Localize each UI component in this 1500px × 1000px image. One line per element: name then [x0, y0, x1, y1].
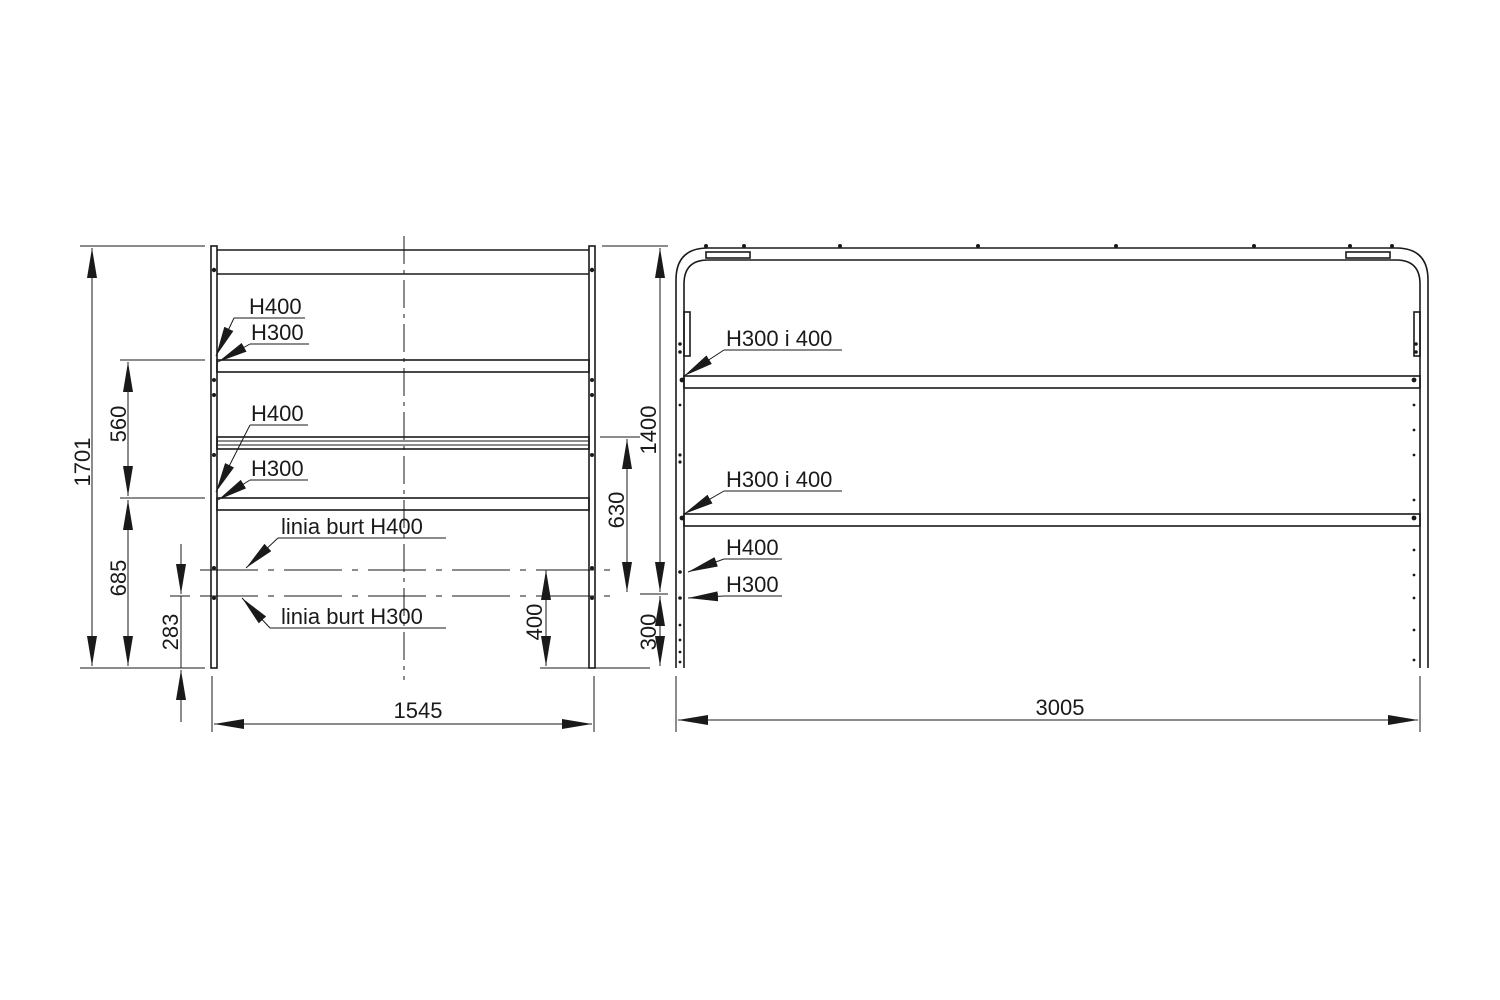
dim-685: 685	[106, 560, 131, 597]
dim-400: 400	[522, 604, 547, 641]
dim-630: 630	[604, 492, 629, 529]
label-h400-mid: H400	[251, 401, 304, 426]
left-view: 1701 560 685 283 630 400 1545 H400	[70, 236, 650, 732]
beam-upper	[683, 375, 1421, 389]
label-burt-h300: linia burt H300	[281, 604, 423, 629]
post-holes	[678, 342, 1418, 664]
frame-inner	[683, 259, 1421, 668]
dim-300: 300	[636, 614, 661, 651]
label-h400: H400	[726, 535, 779, 560]
label-h300-top: H300	[251, 320, 304, 345]
shelf-rail-lower	[216, 497, 590, 511]
shelf-rail-upper	[216, 359, 590, 373]
label-upper-beam: H300 i 400	[726, 326, 832, 351]
left-post	[210, 245, 218, 669]
dim-3005: 3005	[1036, 695, 1085, 720]
top-bolts	[704, 244, 1394, 248]
label-h300-mid: H300	[251, 456, 304, 481]
bolt-markers	[211, 267, 595, 600]
label-h400-top: H400	[249, 294, 302, 319]
dim-1545: 1545	[394, 698, 443, 723]
dim-283: 283	[158, 614, 183, 651]
label-lower-beam: H300 i 400	[726, 467, 832, 492]
label-h300: H300	[726, 572, 779, 597]
dim-1701: 1701	[70, 438, 95, 487]
dim-1400: 1400	[636, 406, 661, 455]
label-burt-h400: linia burt H400	[281, 514, 423, 539]
frame-outer	[675, 247, 1429, 668]
dim-560: 560	[106, 406, 131, 443]
right-view: 1400 300 3005 H300 i 400 H300 i 400 H400…	[602, 244, 1429, 732]
beam-lower	[683, 513, 1421, 527]
shelf-rail-middle	[216, 436, 590, 450]
